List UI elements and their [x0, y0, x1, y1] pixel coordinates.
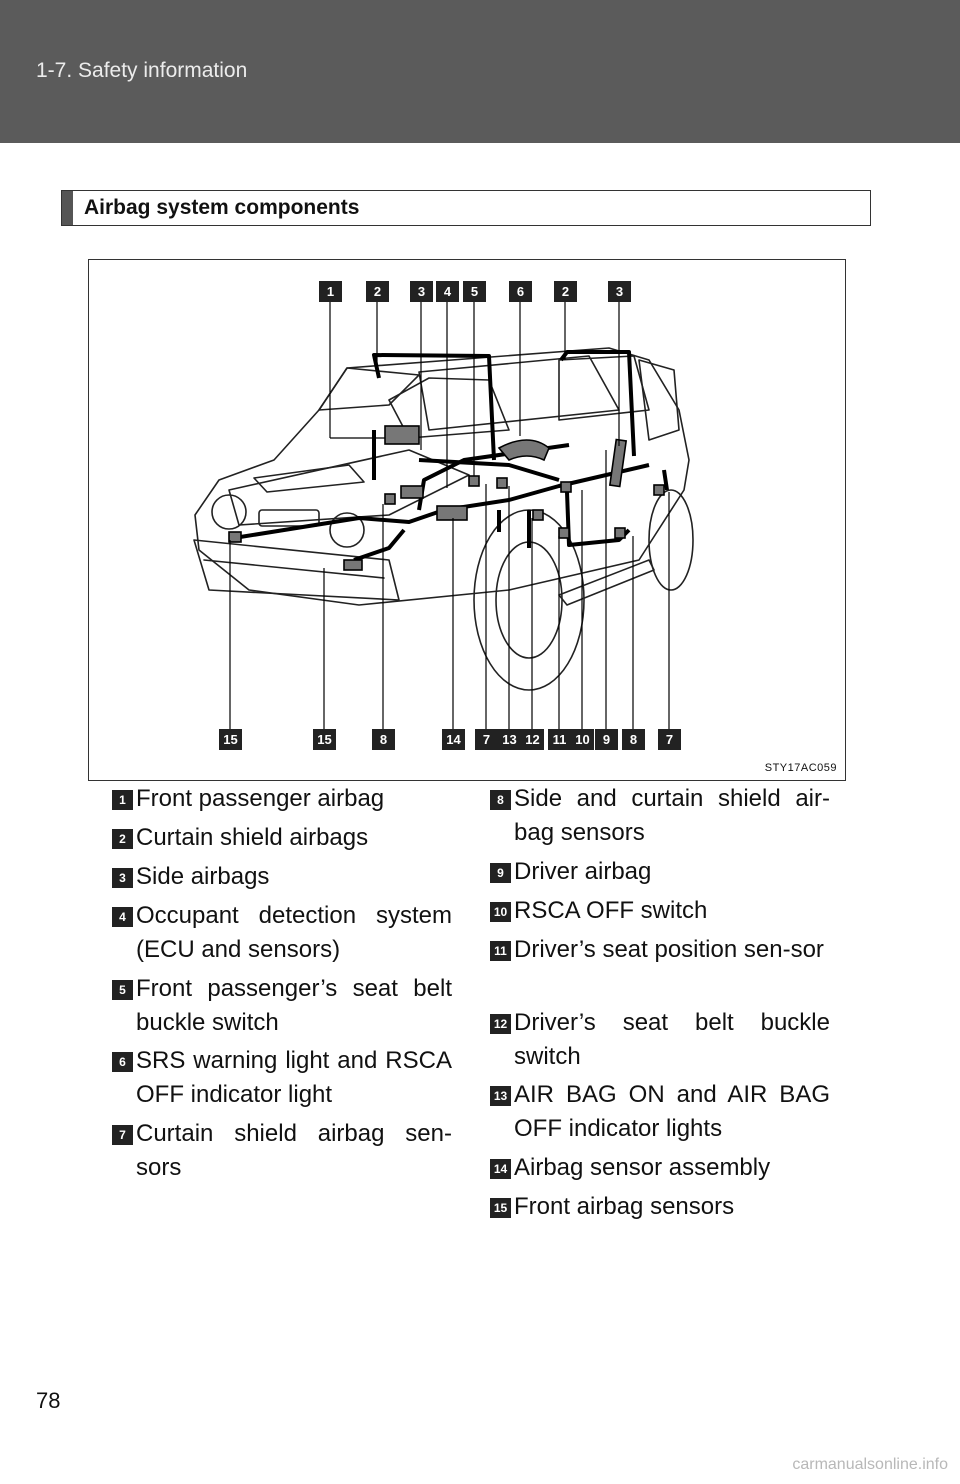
callout-badge: 3 — [608, 281, 631, 302]
callout-badge: 7 — [658, 729, 681, 750]
legend-item: 15 Front airbag sensors — [490, 1190, 830, 1224]
figure-id: STY17AC059 — [764, 762, 837, 774]
callout-badge: 13 — [498, 729, 521, 750]
legend-number: 6 — [112, 1052, 133, 1072]
legend-text: Curtain shield airbag sen-sors — [136, 1120, 452, 1181]
callout-badge: 2 — [366, 281, 389, 302]
callout-badge: 15 — [219, 729, 242, 750]
legend-number: 3 — [112, 868, 133, 888]
legend-text: AIR BAG ON and AIR BAG OFF indicator lig… — [514, 1081, 830, 1142]
legend-number: 12 — [490, 1014, 511, 1034]
callout-badge: 3 — [410, 281, 433, 302]
legend-item: 13 AIR BAG ON and AIR BAG OFF indicator … — [490, 1078, 830, 1146]
callout-badge: 14 — [442, 729, 465, 750]
legend-item: 5 Front passenger’s seat belt buckle swi… — [112, 972, 452, 1040]
legend-text: Driver’s seat position sen-sor — [514, 936, 824, 963]
legend-text: Driver airbag — [514, 858, 652, 885]
callout-badge: 8 — [622, 729, 645, 750]
legend-text: Front passenger airbag — [136, 785, 385, 812]
legend-item: 9 Driver airbag — [490, 855, 830, 889]
legend-item: 10 RSCA OFF switch — [490, 894, 830, 928]
legend-text: Airbag sensor assembly — [514, 1154, 771, 1181]
legend-item: 8 Side and curtain shield air-bag sensor… — [490, 782, 830, 850]
legend-number: 9 — [490, 863, 511, 883]
legend-number: 8 — [490, 790, 511, 810]
site-watermark: carmanualsonline.info — [792, 1456, 948, 1473]
vehicle-illustration — [193, 302, 694, 734]
legend-number: 2 — [112, 829, 133, 849]
legend-number: 4 — [112, 907, 133, 927]
legend-text: Driver’s seat belt buckle switch — [514, 1009, 830, 1070]
callout-badge: 7 — [475, 729, 498, 750]
legend-number: 1 — [112, 790, 133, 810]
legend-text: SRS warning light and RSCA OFF indicator… — [136, 1047, 452, 1108]
legend-item: 6 SRS warning light and RSCA OFF indicat… — [112, 1044, 452, 1112]
callout-badge: 5 — [463, 281, 486, 302]
callout-badge: 6 — [509, 281, 532, 302]
legend-item: 4 Occupant detection system (ECU and sen… — [112, 899, 452, 967]
legend-number: 14 — [490, 1159, 511, 1179]
breadcrumb: 1-7. Safety information — [36, 59, 248, 82]
section-title: Airbag system components — [84, 196, 360, 219]
legend-number: 11 — [490, 941, 511, 961]
heading-accent-bar — [62, 191, 73, 225]
legend-item: 7 Curtain shield airbag sen-sors — [112, 1117, 452, 1185]
callout-badge: 1 — [319, 281, 342, 302]
legend-text: Front passenger’s seat belt buckle switc… — [136, 975, 452, 1036]
legend-text: Occupant detection system (ECU and senso… — [136, 902, 452, 963]
legend-text: Curtain shield airbags — [136, 824, 369, 851]
callout-badge: 9 — [595, 729, 618, 750]
callout-badge: 15 — [313, 729, 336, 750]
legend-text: RSCA OFF switch — [514, 897, 708, 924]
legend-number: 13 — [490, 1086, 511, 1106]
callout-badge: 12 — [521, 729, 544, 750]
page-header: 1-7. Safety information — [0, 0, 960, 143]
callout-badge: 10 — [571, 729, 594, 750]
callout-badge: 4 — [436, 281, 459, 302]
legend-text: Front airbag sensors — [514, 1193, 735, 1220]
legend-item: 14 Airbag sensor assembly — [490, 1151, 830, 1185]
legend-text: Side airbags — [136, 863, 270, 890]
callout-badge: 2 — [554, 281, 577, 302]
legend-item: 11 Driver’s seat position sen-sor — [490, 933, 830, 967]
legend-text: Side and curtain shield air-bag sensors — [514, 785, 830, 846]
airbag-components-figure: 1 2 3 4 5 6 2 3 15 15 8 14 7 13 12 11 10… — [88, 259, 846, 781]
legend-number: 5 — [112, 980, 133, 1000]
legend-number: 7 — [112, 1125, 133, 1145]
legend-item: 2 Curtain shield airbags — [112, 821, 452, 855]
legend-item: 1 Front passenger airbag — [112, 782, 452, 816]
legend-item: 12 Driver’s seat belt buckle switch — [490, 1006, 830, 1074]
legend-number: 10 — [490, 902, 511, 922]
callout-badge: 8 — [372, 729, 395, 750]
page-number: 78 — [36, 1388, 61, 1413]
section-heading: Airbag system components — [61, 190, 871, 226]
callout-badge: 11 — [548, 729, 571, 750]
legend-item: 3 Side airbags — [112, 860, 452, 894]
legend-number: 15 — [490, 1198, 511, 1218]
